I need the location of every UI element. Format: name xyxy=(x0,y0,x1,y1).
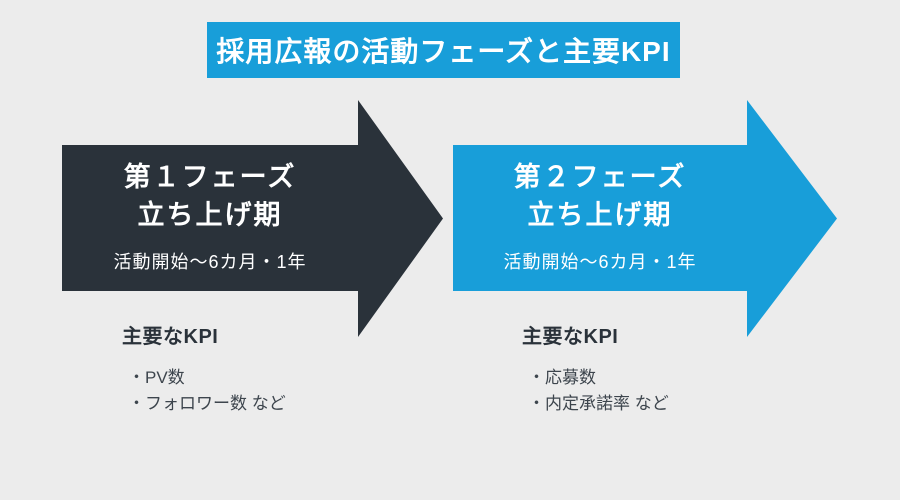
phase-1-arrow-shape xyxy=(62,100,443,337)
phase-1-label: 第１フェーズ 立ち上げ期 活動開始〜6カ月・1年 xyxy=(62,158,358,274)
phase-1-kpi: 主要なKPI ・PV数 ・フォロワー数 など xyxy=(122,320,442,417)
phase-2-name: 第２フェーズ xyxy=(513,162,687,192)
kpi-item: ・応募数 xyxy=(528,368,596,387)
phase-1-stage: 立ち上げ期 xyxy=(137,200,283,230)
kpi-item: ・内定承諾率 など xyxy=(528,394,669,413)
phase-1-name: 第１フェーズ xyxy=(123,162,297,192)
phase-2-label: 第２フェーズ 立ち上げ期 活動開始〜6カ月・1年 xyxy=(453,158,747,274)
phase-2-kpi-heading: 主要なKPI xyxy=(522,326,619,348)
kpi-item: ・フォロワー数 など xyxy=(128,394,286,413)
phase-1-kpi-list: ・PV数 ・フォロワー数 など xyxy=(122,365,442,417)
phase-2-kpi-list: ・応募数 ・内定承諾率 など xyxy=(522,365,842,417)
phase-2-kpi: 主要なKPI ・応募数 ・内定承諾率 など xyxy=(522,320,842,417)
phase-2-arrow-shape xyxy=(453,100,837,337)
phase-1-kpi-heading: 主要なKPI xyxy=(122,326,219,348)
title-banner: 採用広報の活動フェーズと主要KPI xyxy=(207,22,680,78)
phase-2-period: 活動開始〜6カ月・1年 xyxy=(503,252,697,272)
diagram-title: 採用広報の活動フェーズと主要KPI xyxy=(216,36,671,67)
kpi-item: ・PV数 xyxy=(128,368,185,387)
phase-2-stage: 立ち上げ期 xyxy=(527,200,673,230)
phase-1-period: 活動開始〜6カ月・1年 xyxy=(113,252,307,272)
